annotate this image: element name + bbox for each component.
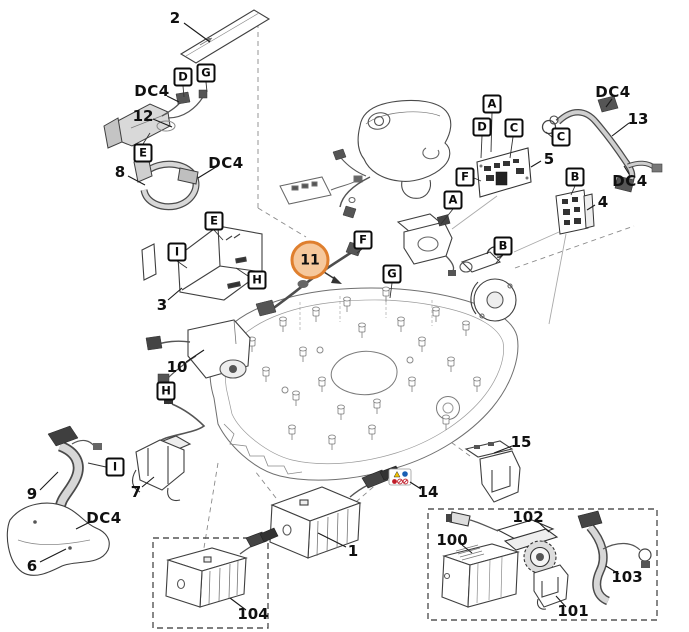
callout-letter-H-1: H bbox=[247, 270, 267, 290]
callout-letter-B-1: B bbox=[493, 236, 513, 256]
manual-icon bbox=[402, 471, 408, 477]
callout-number-100[interactable]: 100 bbox=[436, 531, 468, 549]
chassis-drawing bbox=[209, 175, 519, 481]
part-2-drawing[interactable] bbox=[179, 9, 271, 64]
callout-letter-I-2: I bbox=[105, 457, 125, 477]
console-drawing bbox=[332, 99, 452, 219]
callout-number-9[interactable]: 9 bbox=[26, 485, 38, 503]
callout-number-7[interactable]: 7 bbox=[130, 483, 142, 501]
part-5-drawing[interactable] bbox=[476, 147, 532, 198]
callout-number-6[interactable]: 6 bbox=[26, 557, 38, 575]
part-7-drawing[interactable] bbox=[131, 397, 206, 502]
callout-letter-F-1: F bbox=[455, 167, 475, 187]
callout-number-8[interactable]: 8 bbox=[114, 163, 126, 181]
part-4-drawing[interactable] bbox=[555, 189, 595, 235]
label-dc4-1: DC4 bbox=[134, 82, 170, 100]
label-dc4-4: DC4 bbox=[612, 172, 648, 190]
callout-letter-I-1: I bbox=[167, 242, 187, 262]
callout-number-101[interactable]: 101 bbox=[557, 602, 589, 620]
blade-motor-drawing bbox=[396, 213, 456, 276]
part-104-drawing[interactable] bbox=[165, 527, 279, 608]
part-102-drawing[interactable] bbox=[446, 511, 559, 574]
callout-number-15[interactable]: 15 bbox=[510, 433, 532, 451]
callout-letter-G-1: G bbox=[196, 63, 216, 83]
callout-number-12[interactable]: 12 bbox=[132, 107, 154, 125]
part-13-drawing[interactable] bbox=[541, 95, 663, 193]
callout-letter-C-2: C bbox=[551, 127, 571, 147]
part-103-drawing[interactable] bbox=[577, 510, 652, 606]
letter-leader-lines bbox=[87, 81, 576, 468]
callout-number-103[interactable]: 103 bbox=[611, 568, 643, 586]
callout-letter-H-2: H bbox=[156, 381, 176, 401]
callout-letter-A-2: A bbox=[443, 190, 463, 210]
callout-letter-E-2: E bbox=[204, 211, 224, 231]
callout-number-104[interactable]: 104 bbox=[237, 605, 269, 623]
callout-number-5[interactable]: 5 bbox=[543, 150, 555, 168]
part-6-drawing[interactable] bbox=[6, 502, 110, 576]
callout-number-11[interactable]: 11 bbox=[290, 240, 330, 280]
callout-number-14[interactable]: 14 bbox=[417, 483, 439, 501]
callout-letter-D-2: D bbox=[472, 117, 492, 137]
callout-letter-E-1: E bbox=[133, 143, 153, 163]
option-box-104 bbox=[152, 527, 279, 629]
prohibition-icon bbox=[392, 479, 397, 484]
callout-letter-D-1: D bbox=[173, 67, 193, 87]
callout-letter-F-2: F bbox=[353, 230, 373, 250]
callout-letter-C-1: C bbox=[504, 118, 524, 138]
warning-triangle-icon bbox=[393, 470, 401, 478]
callout-number-4[interactable]: 4 bbox=[597, 193, 609, 211]
option-box-100-103 bbox=[427, 508, 658, 621]
callout-letter-A-1: A bbox=[482, 94, 502, 114]
label-dc4-3: DC4 bbox=[595, 83, 631, 101]
part-8-drawing[interactable] bbox=[133, 155, 200, 211]
part-15-drawing[interactable] bbox=[464, 440, 521, 503]
callout-letter-G-2: G bbox=[382, 264, 402, 284]
wheel-gearbox-drawing bbox=[459, 245, 517, 322]
part-14-sticker-drawing[interactable] bbox=[388, 468, 412, 486]
part-101-drawing[interactable] bbox=[533, 564, 569, 610]
part-10-drawing[interactable] bbox=[145, 319, 251, 383]
callout-number-102[interactable]: 102 bbox=[512, 508, 544, 526]
part-100-drawing[interactable] bbox=[441, 543, 520, 608]
callout-number-3[interactable]: 3 bbox=[156, 296, 168, 314]
part-3-drawing[interactable] bbox=[141, 225, 263, 301]
part-12-drawing[interactable] bbox=[103, 89, 208, 149]
label-dc4-2: DC4 bbox=[208, 154, 244, 172]
callout-number-10[interactable]: 10 bbox=[166, 358, 188, 376]
construction-leaders bbox=[451, 195, 567, 325]
callout-number-2[interactable]: 2 bbox=[169, 9, 181, 27]
callout-number-1[interactable]: 1 bbox=[347, 542, 359, 560]
label-dc4-5: DC4 bbox=[86, 509, 122, 527]
callout-number-13[interactable]: 13 bbox=[627, 110, 649, 128]
number-leader-lines bbox=[39, 22, 630, 611]
callout-letter-B-2: B bbox=[565, 167, 585, 187]
